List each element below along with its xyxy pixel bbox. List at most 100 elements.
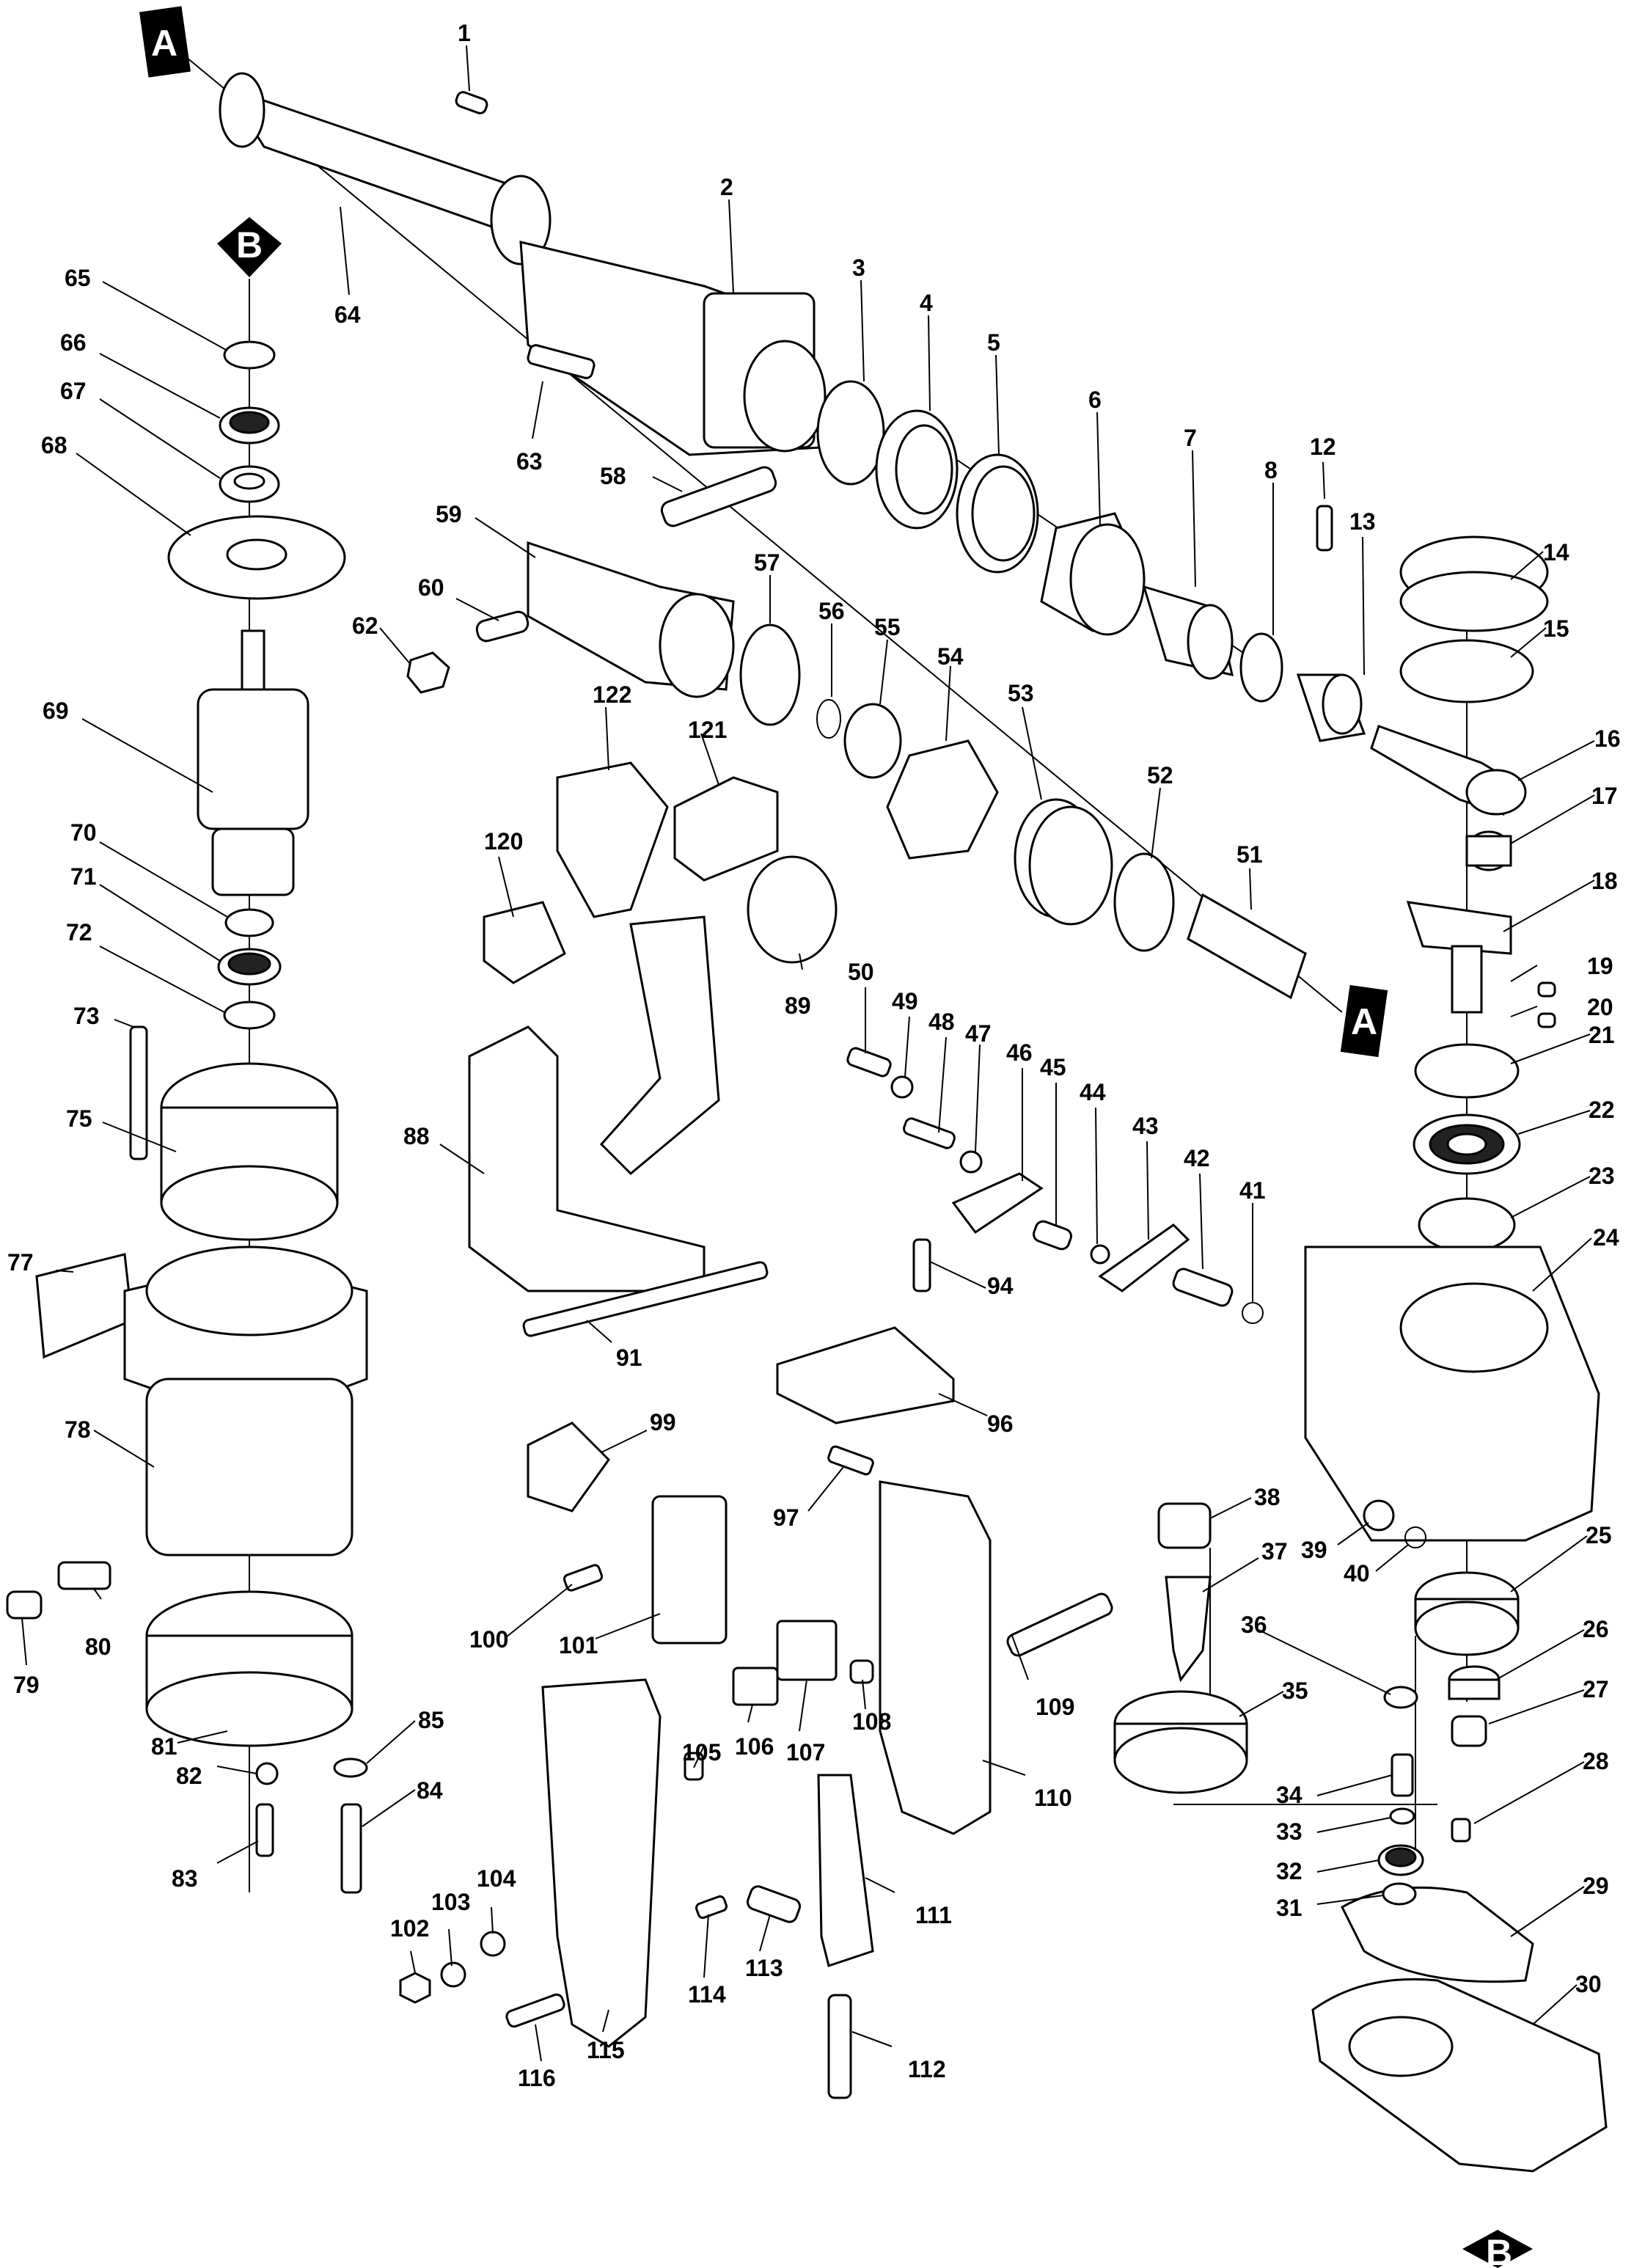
part-26-pinion xyxy=(1448,1665,1501,1700)
part-73-screw xyxy=(129,1025,148,1160)
part-2-barrel xyxy=(519,241,827,456)
label-106: 106 xyxy=(735,1733,774,1760)
label-91: 91 xyxy=(616,1345,642,1371)
label-71: 71 xyxy=(70,863,97,890)
part-13-sleeve xyxy=(1296,673,1366,742)
label-107: 107 xyxy=(786,1739,825,1766)
label-82: 82 xyxy=(176,1763,202,1789)
part-39-bushing xyxy=(1363,1499,1395,1532)
part-59-piston xyxy=(527,541,735,698)
part-15-gasket xyxy=(1399,639,1534,703)
part-23-gasket xyxy=(1418,1197,1516,1253)
label-24: 24 xyxy=(1593,1224,1619,1251)
label-57: 57 xyxy=(754,549,780,576)
part-48-screw xyxy=(903,1117,956,1149)
label-15: 15 xyxy=(1543,615,1569,642)
label-18: 18 xyxy=(1591,868,1618,894)
part-58-striker xyxy=(660,466,777,527)
label-72: 72 xyxy=(66,919,92,945)
marker-a-top: A xyxy=(139,6,191,78)
label-43: 43 xyxy=(1132,1113,1159,1139)
part-63-bolt xyxy=(527,344,596,379)
part-25-gear xyxy=(1414,1571,1520,1656)
label-55: 55 xyxy=(874,614,901,640)
label-64: 64 xyxy=(334,301,361,328)
label-104: 104 xyxy=(477,1865,516,1892)
part-103-washer xyxy=(440,1961,466,1988)
part-29-gasket xyxy=(1341,1886,1534,1983)
label-70: 70 xyxy=(70,819,97,846)
side-handle-arm xyxy=(599,915,720,1176)
label-46: 46 xyxy=(1006,1039,1033,1066)
part-16-con-rod xyxy=(1370,725,1527,816)
label-111: 111 xyxy=(915,1902,952,1928)
label-53: 53 xyxy=(1008,680,1034,706)
label-45: 45 xyxy=(1040,1054,1066,1080)
label-5: 5 xyxy=(987,329,1000,356)
label-78: 78 xyxy=(65,1416,91,1443)
marker-b-top: B xyxy=(217,217,282,277)
label-23: 23 xyxy=(1589,1163,1615,1189)
part-44-ball xyxy=(1090,1244,1110,1265)
label-39: 39 xyxy=(1301,1537,1327,1563)
part-38-bearing xyxy=(1157,1502,1212,1549)
part-4-ring xyxy=(875,409,959,530)
label-21: 21 xyxy=(1589,1022,1615,1048)
part-47-washer xyxy=(959,1150,983,1174)
part-30-cover xyxy=(1311,1978,1608,2173)
label-110: 110 xyxy=(1034,1785,1072,1811)
label-7: 7 xyxy=(1184,425,1197,451)
label-36: 36 xyxy=(1241,1612,1267,1638)
label-62: 62 xyxy=(352,612,378,639)
label-114: 114 xyxy=(688,1981,726,2008)
part-68-fan xyxy=(167,515,346,600)
part-78-motor-housing xyxy=(123,1245,368,1556)
label-26: 26 xyxy=(1583,1616,1609,1642)
part-35-gear xyxy=(1113,1690,1248,1794)
part-22-bearing xyxy=(1413,1113,1521,1175)
marker-a-right-text: A xyxy=(1351,1001,1377,1042)
part-50-screw xyxy=(846,1047,892,1078)
part-69-armature xyxy=(197,629,309,896)
part-45-spring xyxy=(1033,1220,1072,1251)
label-33: 33 xyxy=(1276,1818,1303,1845)
label-19: 19 xyxy=(1587,953,1613,979)
label-63: 63 xyxy=(516,448,543,475)
part-52-ring xyxy=(1113,852,1175,952)
part-107-block xyxy=(776,1620,838,1681)
part-labels: 1 2 3 4 5 6 7 8 12 13 14 15 16 17 18 19 … xyxy=(7,20,1621,2091)
label-66: 66 xyxy=(60,329,87,356)
part-79-brush-cap xyxy=(6,1590,43,1620)
part-91-bolt xyxy=(522,1261,769,1337)
label-83: 83 xyxy=(172,1865,198,1892)
label-59: 59 xyxy=(436,501,462,527)
part-88-side-handle xyxy=(468,1025,706,1292)
label-79: 79 xyxy=(13,1672,40,1698)
part-67-bearing xyxy=(219,465,280,503)
part-18-crank xyxy=(1406,901,1512,1014)
label-56: 56 xyxy=(818,598,845,624)
part-21-retaining-ring xyxy=(1414,1043,1520,1099)
label-73: 73 xyxy=(73,1003,100,1029)
label-51: 51 xyxy=(1237,841,1263,868)
part-40-clip xyxy=(1404,1526,1426,1548)
label-41: 41 xyxy=(1239,1177,1266,1204)
part-19-key xyxy=(1537,981,1556,998)
label-84: 84 xyxy=(417,1777,443,1804)
part-115-handle xyxy=(541,1678,662,2048)
label-40: 40 xyxy=(1344,1560,1370,1587)
label-58: 58 xyxy=(600,463,626,489)
part-6-gear xyxy=(1040,512,1146,636)
part-20-key xyxy=(1537,1012,1556,1028)
label-50: 50 xyxy=(848,959,874,985)
part-41-o-ring xyxy=(1242,1302,1264,1324)
part-62-nut xyxy=(406,651,450,694)
part-3-o-ring xyxy=(816,380,885,486)
part-65-gasket xyxy=(223,340,276,370)
label-103: 103 xyxy=(431,1889,470,1915)
part-114-screw xyxy=(695,1895,728,1920)
label-34: 34 xyxy=(1276,1782,1303,1808)
part-36-washer xyxy=(1383,1686,1418,1709)
label-27: 27 xyxy=(1583,1676,1609,1702)
